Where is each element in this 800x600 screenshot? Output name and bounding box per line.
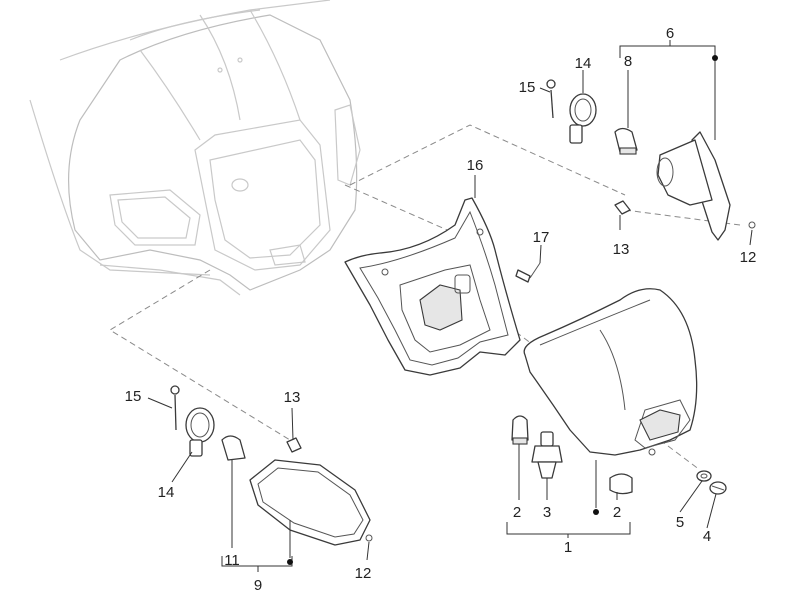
callout-11: 11 [224,552,240,569]
callout-12-upper: 12 [740,249,757,266]
leader-lines [147,40,753,572]
callout-4: 4 [703,528,711,545]
part-2-bulb-left [511,415,529,445]
callout-9: 9 [254,577,262,594]
callout-8: 8 [624,53,632,70]
callout-13-upper: 13 [613,241,630,258]
callout-2-left: 2 [513,504,521,521]
part-15-pin-lower [170,385,180,431]
callout-13-lower: 13 [284,389,301,406]
part-17-screw [515,262,541,283]
part-3-bulb-socket [531,431,563,479]
callout-17: 17 [533,229,550,246]
part-16-light-frame [344,197,521,376]
part-8-bulb [614,127,638,155]
part-4-screw [709,481,727,495]
part-9-left-indicator [249,459,373,546]
part-11-bulb [221,435,246,461]
callout-16: 16 [467,157,484,174]
callout-labels: 6 8 14 15 16 17 13 12 15 13 14 2 3 2 5 4… [125,25,757,594]
callout-6: 6 [666,25,674,42]
part-15-pin-upper [546,79,556,119]
callout-3: 3 [543,504,551,521]
part-14-bulb-holder-lower [185,407,215,457]
scooter-rear-body [29,0,361,296]
callout-12-lower: 12 [355,565,372,582]
part-14-bulb-holder-upper [569,93,597,144]
part-2-bulb-right [609,473,633,495]
part-13-clip-upper [614,200,631,215]
callout-15-lower: 15 [125,388,142,405]
bracket-dots [287,55,718,565]
callout-14-upper: 14 [575,55,592,72]
callout-5: 5 [676,514,684,531]
callout-15-upper: 15 [519,79,536,96]
part-5-washer [696,470,712,482]
callout-2-right: 2 [613,504,621,521]
part-1-rear-light [523,288,698,456]
callout-1: 1 [564,539,572,556]
part-6-right-indicator [656,131,756,241]
callout-14-lower: 14 [158,484,175,501]
part-13-clip-lower [286,437,302,453]
